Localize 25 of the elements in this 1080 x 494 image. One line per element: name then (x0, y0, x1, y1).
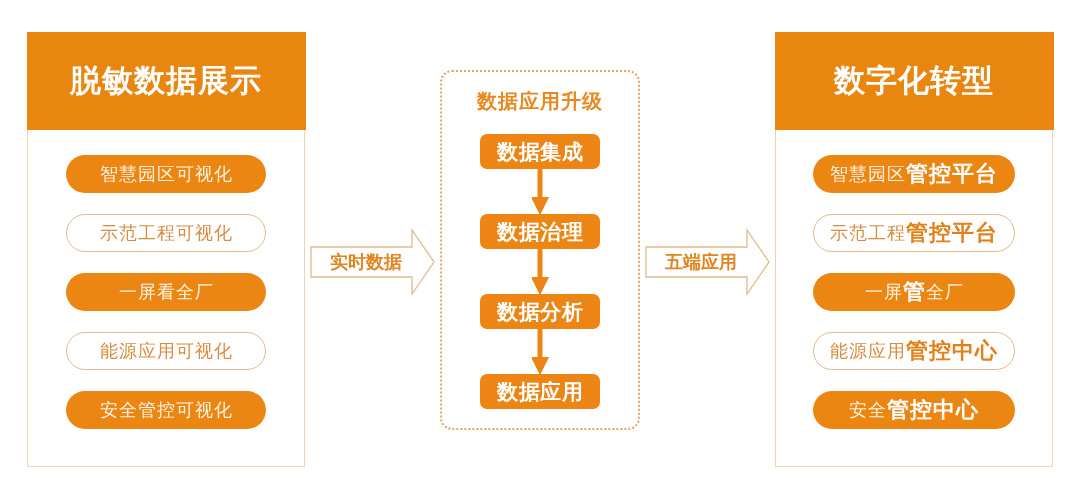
pill-label: 能源应用可视化 (66, 332, 266, 370)
pill-label: 智慧园区管控平台 (813, 155, 1015, 193)
arrow (531, 169, 549, 215)
pill-label: 智慧园区可视化 (66, 155, 266, 193)
pill-label: 安全管控可视化 (66, 391, 266, 429)
arrow (531, 329, 549, 375)
step-box: 数据应用 (480, 374, 600, 409)
panel-title: 数字化转型 (834, 60, 994, 100)
panel-title: 脱敏数据展示 (70, 60, 262, 100)
pill-label: 安全管控中心 (813, 391, 1015, 429)
arrow (531, 249, 549, 295)
pill-label: 能源应用管控中心 (813, 332, 1015, 370)
pill-label: 示范工程可视化 (66, 214, 266, 252)
edge-label: 五端应用 (663, 251, 738, 273)
pill-label: 示范工程管控平台 (813, 214, 1015, 252)
edge-label: 实时数据 (328, 251, 403, 273)
panel (27, 32, 305, 467)
step-box: 数据分析 (480, 294, 600, 329)
dotted-panel (440, 70, 640, 430)
panel (775, 32, 1053, 467)
pill-label: 一屏看全厂 (66, 273, 266, 311)
step-box: 数据集成 (480, 134, 600, 169)
step-box: 数据治理 (480, 214, 600, 249)
pill-label: 一屏管全厂 (813, 273, 1015, 311)
panel-title: 数据应用升级 (476, 88, 604, 115)
